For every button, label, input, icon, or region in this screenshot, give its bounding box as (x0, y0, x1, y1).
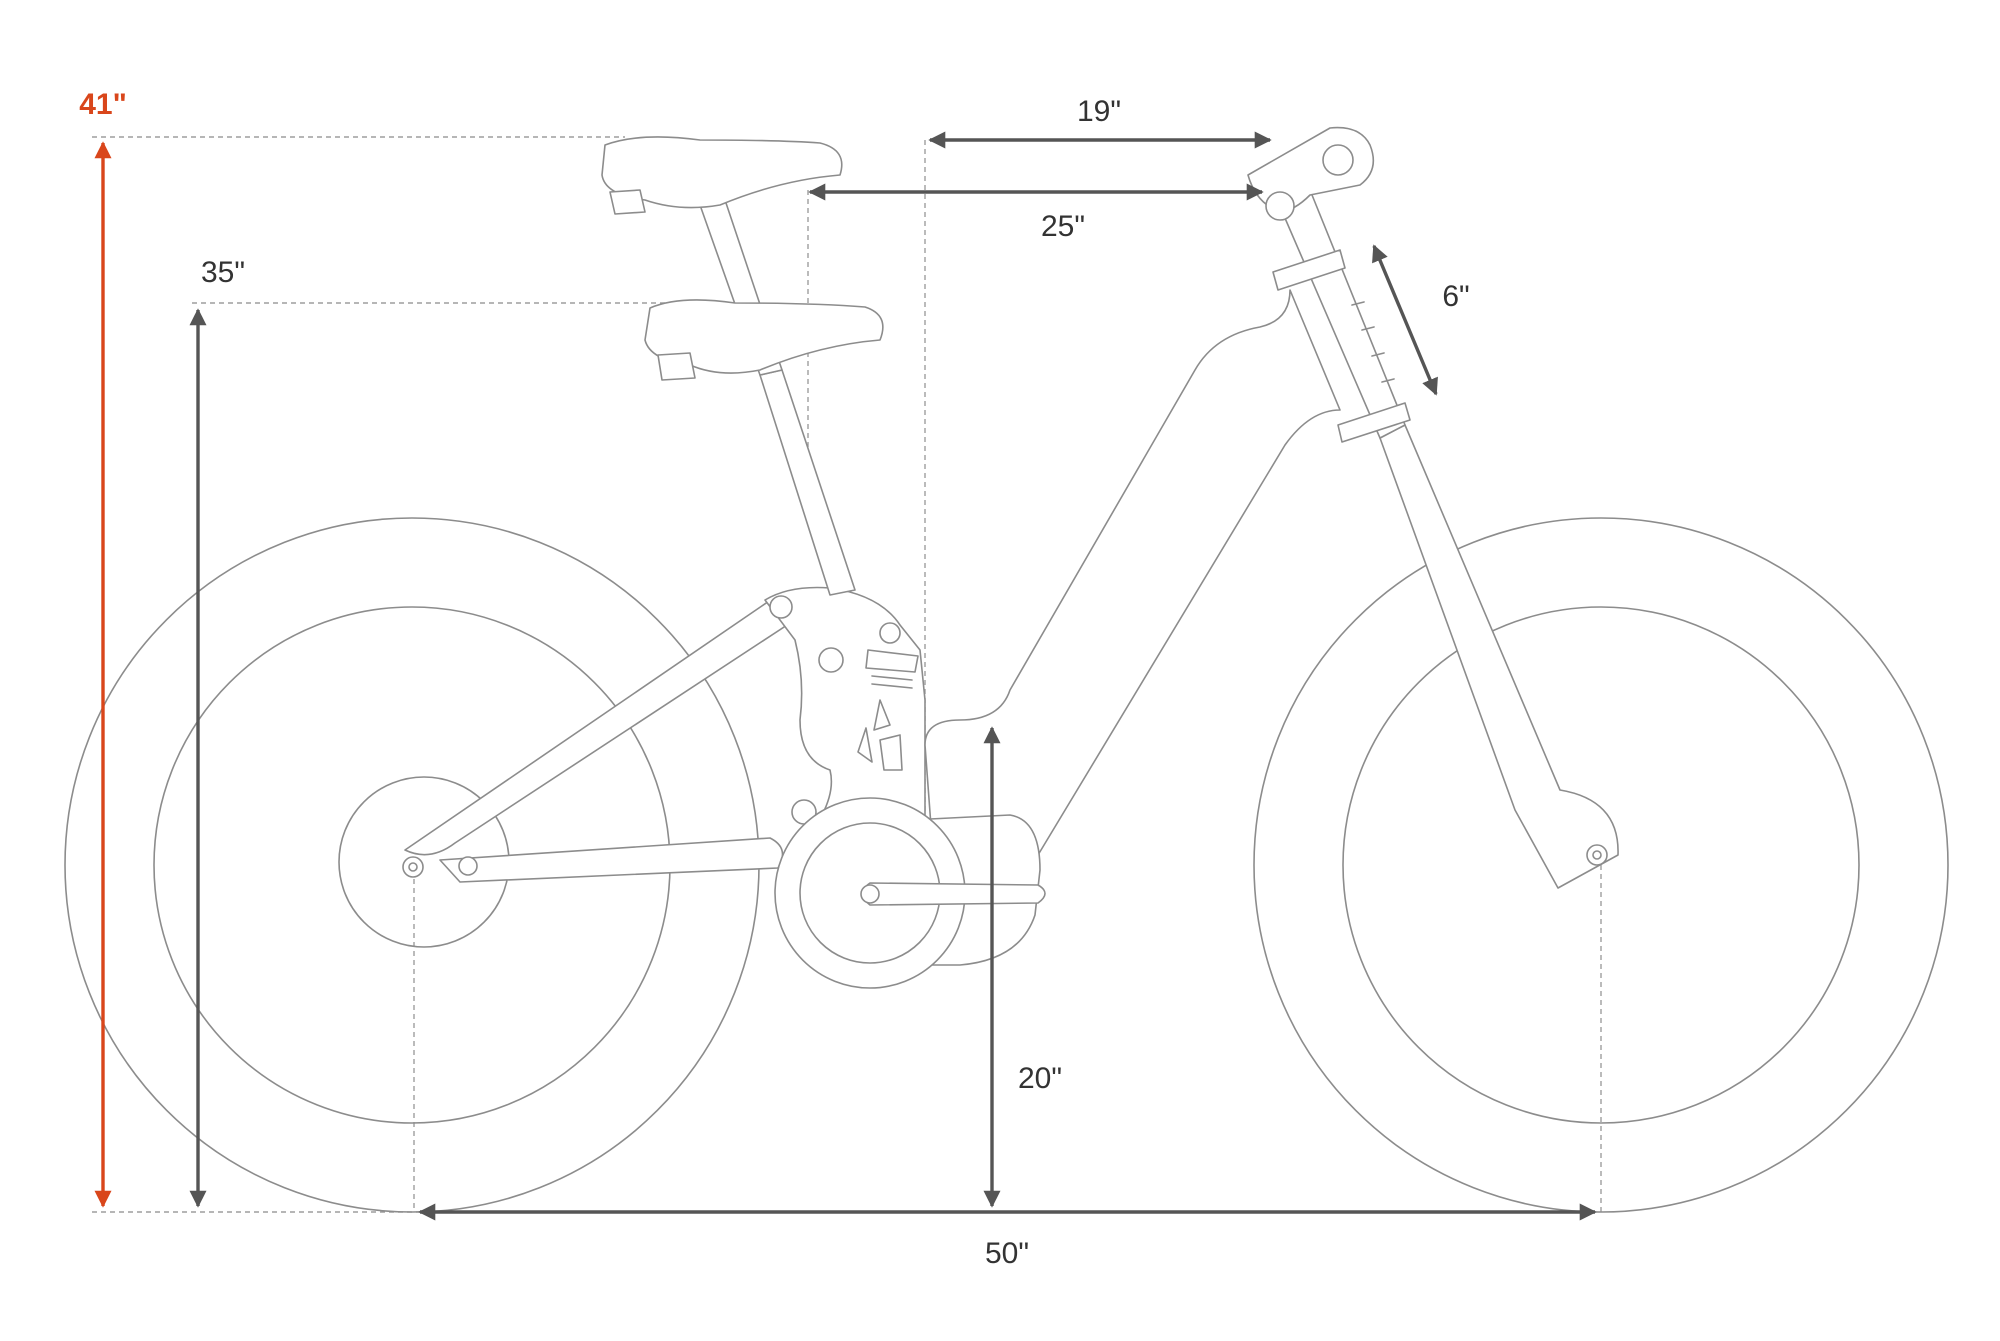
reach-long-label: 25" (1041, 210, 1085, 243)
seatstay-arm (404, 593, 811, 856)
crank-bolt (860, 884, 880, 904)
chainstay (439, 837, 784, 883)
stem-clamp-upper (1272, 249, 1346, 291)
stem-notches (1351, 301, 1395, 383)
wheelbase-label: 50" (985, 1237, 1029, 1270)
handlebar-clamp-lower (1265, 191, 1295, 221)
linkage-pivot-top (769, 595, 793, 619)
saddle-low-clamp (657, 352, 696, 381)
overall-height-label: 41" (79, 88, 127, 121)
handlebar-clamp-upper (1322, 144, 1354, 176)
rear-axle-inner (408, 862, 418, 872)
front-fork (1379, 424, 1619, 889)
dimension-arrows (94, 131, 1597, 1221)
rear-axle-bolt (402, 856, 424, 878)
seat-post (759, 369, 856, 596)
front-rim (1342, 606, 1860, 1124)
stem-clamp-lower (1337, 402, 1411, 443)
shock-spring (871, 675, 913, 689)
front-axle-bolt (1586, 844, 1608, 866)
linkage-pivot-shock (879, 622, 901, 644)
frame-logo-mark (857, 699, 903, 771)
stay-pivot (458, 856, 478, 876)
dimension-labels: 41" 35" 19" 25" 6" 20" 50" (79, 88, 1469, 1270)
linkage-pivot-mid (818, 647, 844, 673)
crank-arm (861, 882, 1046, 906)
stem-adjust-label: 6" (1442, 280, 1469, 313)
reach-short-label: 19" (1077, 95, 1121, 128)
main-frame (924, 289, 1341, 881)
ebike-illustration (64, 126, 1949, 1213)
saddle-height-label: 35" (201, 256, 245, 289)
front-tire (1253, 517, 1949, 1213)
saddle-high (601, 136, 843, 209)
front-axle-inner (1592, 850, 1602, 860)
stem-adjust-arrow (1372, 244, 1438, 396)
rear-shock (865, 649, 919, 673)
saddle-high-clamp (609, 189, 646, 215)
step-over-label: 20" (1018, 1062, 1062, 1095)
